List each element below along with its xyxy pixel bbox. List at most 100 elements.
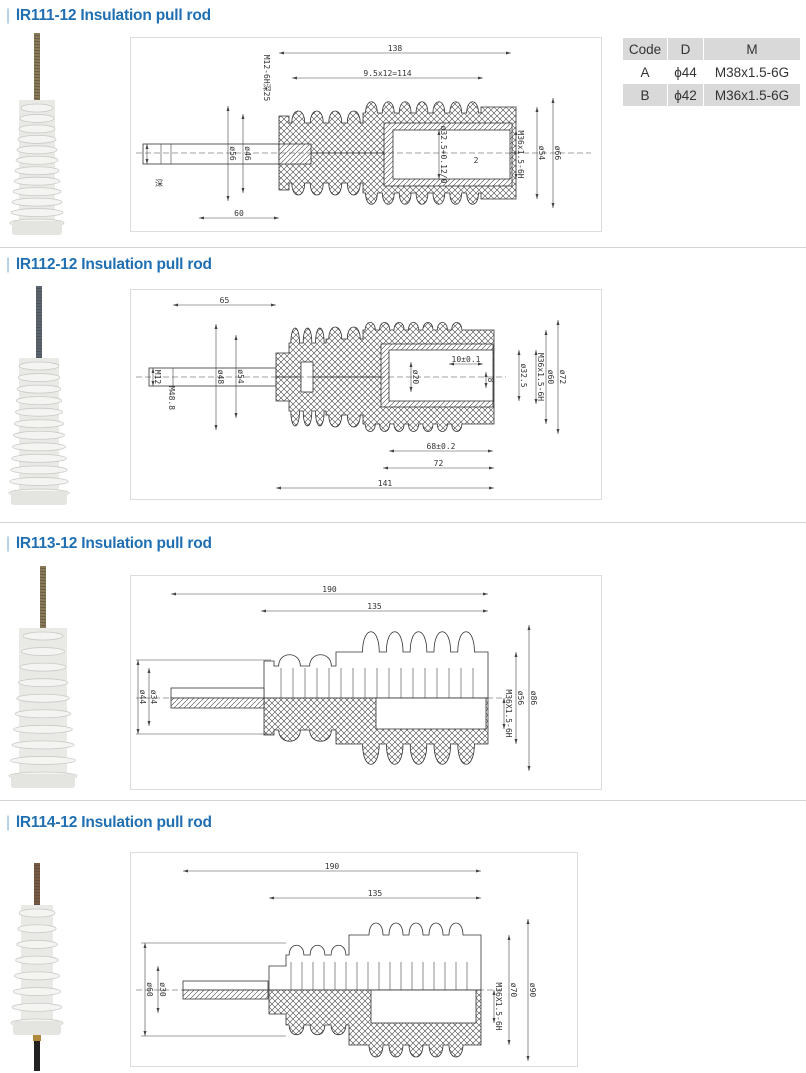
- insulator-shed: [20, 103, 54, 113]
- insulator-shed: [16, 940, 58, 949]
- insulator-shed: [15, 155, 59, 165]
- dim-d20: ø20: [411, 370, 420, 385]
- thread: [35, 296, 43, 299]
- insulator-shed: [11, 453, 67, 463]
- thread: [35, 332, 43, 335]
- insulator-shed: [17, 134, 57, 144]
- thread: [33, 43, 41, 46]
- dim-135: 135: [367, 602, 382, 611]
- thread: [33, 85, 41, 88]
- dim-d56: ø56: [516, 691, 525, 706]
- thread: [33, 67, 41, 70]
- thread: [33, 864, 41, 867]
- bottom-stud: [34, 1041, 40, 1071]
- dim-190: 190: [322, 585, 337, 594]
- thread: [39, 591, 47, 594]
- product-photo-lr113: [8, 566, 78, 788]
- dim-60: 60: [234, 209, 244, 218]
- rod-lower: [182, 989, 269, 1000]
- thread: [39, 615, 47, 618]
- rod-upper: [170, 687, 265, 699]
- dim-d30: ø30: [158, 982, 167, 997]
- thread: [35, 290, 43, 293]
- threaded-stud: [34, 33, 40, 105]
- thread: [33, 891, 41, 894]
- insulator-shed: [14, 971, 60, 981]
- threaded-shaft: [142, 143, 280, 165]
- title-text: lR114-12 Insulation pull rod: [15, 814, 212, 831]
- arrowhead: [484, 372, 488, 388]
- cell: ϕ42: [667, 83, 704, 107]
- thread: [39, 582, 47, 585]
- dim-m36: M36x1.5-6H: [536, 353, 545, 401]
- thread: [39, 600, 47, 603]
- dim-d46: ø46: [243, 146, 252, 161]
- thread: [39, 612, 47, 615]
- thread: [33, 876, 41, 879]
- thread: [33, 73, 41, 76]
- dim-d66: ø66: [553, 146, 562, 161]
- thread: [35, 356, 43, 359]
- cell: A: [622, 60, 668, 84]
- dim-d90: ø90: [528, 983, 537, 998]
- arrowhead: [514, 130, 518, 179]
- dim-d54: ø54: [537, 146, 546, 161]
- dim-d60: ø60: [546, 370, 555, 385]
- thread: [35, 302, 43, 305]
- insulator-shed: [17, 678, 69, 688]
- thread: [33, 882, 41, 885]
- rod-lower: [170, 697, 265, 709]
- insulator-shed: [15, 396, 63, 406]
- bore: [375, 697, 487, 730]
- thread: [39, 579, 47, 582]
- thread: [39, 603, 47, 606]
- thread: [35, 335, 43, 338]
- thread: [33, 94, 41, 97]
- bore: [392, 129, 511, 180]
- dim-m36: M36X1.5-6H: [504, 689, 513, 737]
- thread: [33, 879, 41, 882]
- thread: [33, 894, 41, 897]
- insulator-shed: [13, 724, 73, 734]
- insulator-shed: [10, 756, 76, 765]
- thread: [39, 618, 47, 621]
- section-title: |lR113-12 Insulation pull rod: [6, 535, 212, 552]
- thread: [33, 885, 41, 888]
- brass-nut: [33, 1035, 41, 1041]
- thread: [35, 287, 43, 290]
- insulator-shed: [12, 987, 62, 996]
- thread: [35, 341, 43, 344]
- divider: [0, 800, 806, 801]
- thread: [33, 873, 41, 876]
- body-upper-half: [263, 631, 489, 699]
- rod-upper: [182, 980, 269, 991]
- title-text: lR111-12 Insulation pull rod: [15, 7, 211, 24]
- insulator-shed: [14, 166, 60, 176]
- product-photo-lr114: [10, 863, 64, 1071]
- section-title: |lR114-12 Insulation pull rod: [6, 814, 212, 831]
- thread: [33, 37, 41, 40]
- insulator-shed: [18, 124, 56, 134]
- dim-d70: ø70: [509, 983, 518, 998]
- thread: [33, 58, 41, 61]
- insulator-shed: [14, 419, 64, 429]
- bore: [388, 349, 494, 402]
- arrowhead: [145, 144, 149, 164]
- cell: M38x1.5-6G: [703, 60, 801, 84]
- insulator-shed: [17, 373, 61, 382]
- bore: [370, 989, 477, 1024]
- insulator-shed: [11, 1002, 63, 1012]
- dim-72: 72: [434, 459, 444, 468]
- dim-138: 138: [388, 44, 403, 53]
- thread: [39, 609, 47, 612]
- thread: [35, 305, 43, 308]
- insulator-shed: [12, 442, 66, 452]
- cell: B: [622, 83, 668, 107]
- thread: [33, 70, 41, 73]
- dim-m12: M12-6H深25: [262, 55, 271, 102]
- dim-d86: ø86: [529, 691, 538, 706]
